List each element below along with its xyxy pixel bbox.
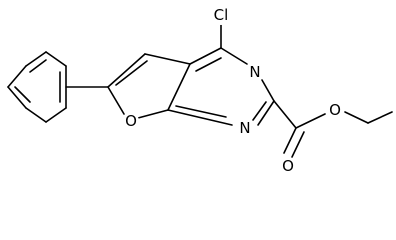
bond [107,86,125,115]
label-halo [212,7,230,25]
double-bond-inner [175,105,227,118]
bond [167,63,191,111]
chemical-structure-diagram: Cl N N O O O [7,6,393,175]
bond [295,113,326,129]
bond [344,111,369,124]
ester-oxygen-label: O [329,101,341,119]
label-halo [247,64,263,80]
bond [25,107,47,123]
bond [283,127,297,154]
bond [261,79,275,102]
ester-group [273,100,393,158]
carbonyl-oxygen-label: O [282,157,294,175]
bond [144,53,191,65]
bond [189,47,222,65]
label-halo [327,102,343,118]
double-bond-inner [291,131,305,158]
label-halo [237,120,253,136]
double-bond-inner [14,86,31,103]
furan-oxygen-label: O [125,112,137,130]
bond [25,51,47,67]
bond [273,100,297,129]
label-halo [280,158,296,174]
chlorine-label: Cl [214,6,229,24]
bond [220,47,248,65]
double-bond-inner [115,60,148,86]
furan-ring [65,53,191,119]
bond [45,107,67,123]
bond [367,111,393,124]
atom-labels: Cl N N O O O [123,6,343,175]
bond [257,100,275,126]
pyrimidine-ring [167,23,275,126]
bond [7,86,27,109]
nitrogen-lower-label: N [239,119,250,137]
bond [7,65,27,88]
bond [45,51,67,67]
double-bond-inner [29,59,47,73]
bond [107,53,146,88]
nitrogen-upper-label: N [249,63,260,81]
bond [137,109,169,119]
double-bond-inner [195,57,222,72]
phenyl-ring [7,51,67,123]
label-halo [123,113,139,129]
bond [167,109,233,126]
double-bond-inner [252,101,267,121]
